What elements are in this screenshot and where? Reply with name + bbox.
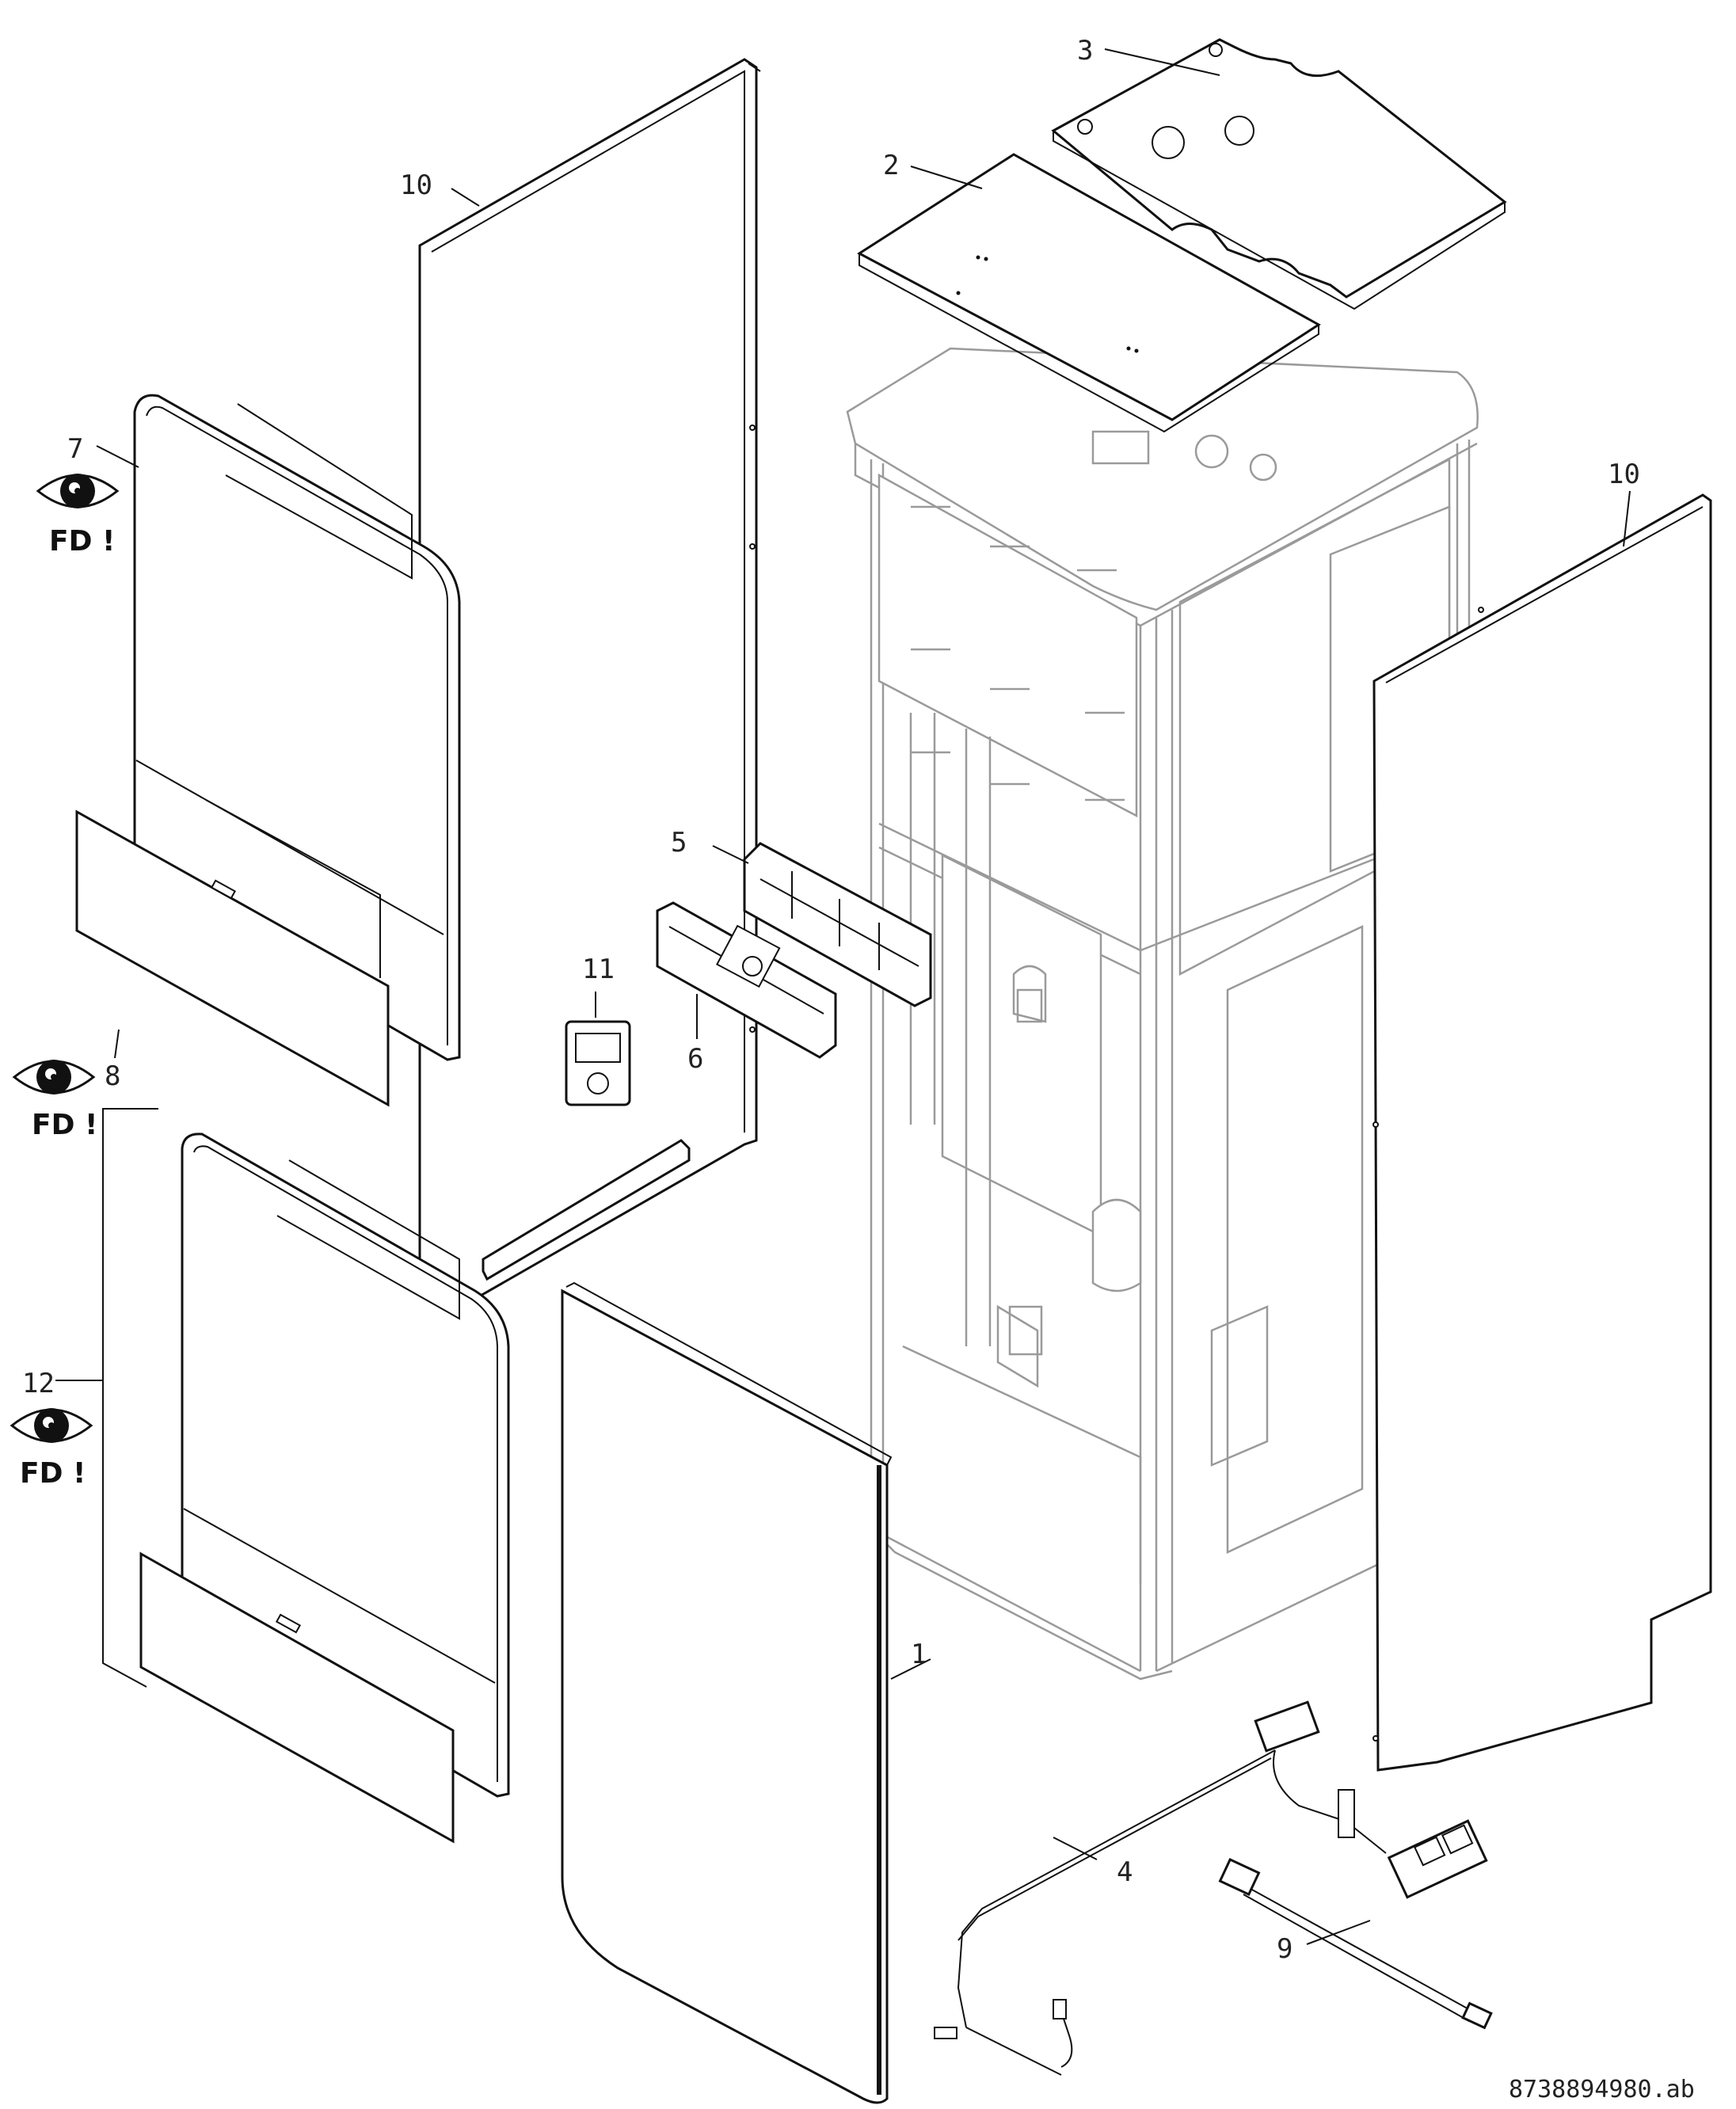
housing-frame <box>846 347 1479 1681</box>
callout-1: 1 <box>911 1639 927 1670</box>
callout-2: 2 <box>883 150 899 181</box>
part-5-bracket <box>743 842 932 1007</box>
part-11-controller <box>565 1020 631 1106</box>
callout-6: 6 <box>687 1043 703 1075</box>
part-10-right-side-panel <box>1372 493 1712 1772</box>
fd-note-7: FD ! <box>49 525 115 558</box>
callout-3: 3 <box>1077 35 1093 67</box>
callout-10-right: 10 <box>1608 459 1640 490</box>
part-12-lower-inset-panel <box>139 1551 455 1844</box>
eye-icon <box>36 474 120 508</box>
eye-icon <box>12 1060 96 1094</box>
callout-7: 7 <box>67 433 83 465</box>
callout-5: 5 <box>671 827 687 858</box>
callout-12: 12 <box>22 1368 55 1399</box>
eye-icon <box>10 1408 93 1443</box>
part-1-front-panel <box>561 1281 893 2104</box>
callout-9: 9 <box>1277 1933 1292 1965</box>
part-3-top-cover <box>1051 38 1507 310</box>
document-code: 8738894980.ab <box>1509 2076 1695 2103</box>
callout-11: 11 <box>582 954 615 985</box>
fd-note-8: FD ! <box>32 1109 97 1141</box>
part-9-cable <box>1218 1857 1493 2030</box>
leader-lines <box>55 48 1631 1945</box>
part-2-top-plate <box>857 153 1321 433</box>
part-10-left-side-panel <box>418 58 761 1333</box>
part-4-cable-harness <box>934 1700 1488 2076</box>
callout-10-left: 10 <box>400 169 432 201</box>
fd-note-12: FD ! <box>20 1457 86 1490</box>
callout-4: 4 <box>1117 1856 1133 1888</box>
callout-8: 8 <box>105 1060 120 1092</box>
part-6-control-housing <box>656 901 837 1059</box>
part-8-front-upper-lower-panel <box>75 799 390 1107</box>
